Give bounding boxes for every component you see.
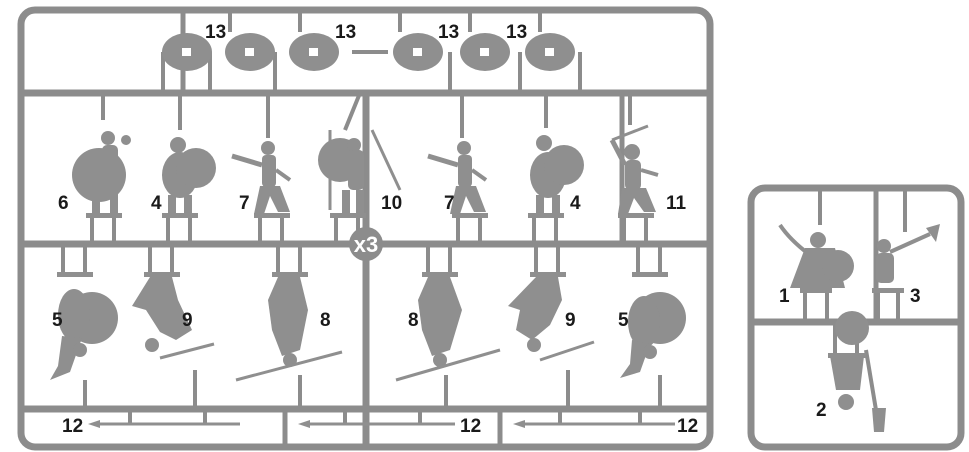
- part-label-1: 1: [779, 286, 790, 307]
- figure-10: [318, 129, 402, 218]
- figure-8-right: [395, 272, 501, 382]
- figure-2: [828, 311, 886, 432]
- small-sprue-frame: [747, 184, 965, 451]
- figure-5-right: [620, 272, 686, 378]
- part-label-12-c: 12: [677, 416, 698, 437]
- part-label-13-1: 13: [205, 22, 226, 43]
- part-label-13-2: 13: [335, 22, 356, 43]
- part-label-5-left: 5: [52, 310, 63, 331]
- part-label-12-a: 12: [62, 416, 83, 437]
- part-label-8-left: 8: [320, 310, 331, 331]
- figure-6: [72, 131, 131, 218]
- part-label-10: 10: [381, 193, 402, 214]
- part-label-6: 6: [58, 193, 69, 214]
- figure-8-left: [235, 272, 343, 382]
- part-label-3: 3: [910, 286, 921, 307]
- figure-5-left: [50, 272, 118, 380]
- part-label-2: 2: [816, 400, 827, 421]
- part-label-13-3: 13: [438, 22, 459, 43]
- part-label-7-right: 7: [444, 193, 455, 214]
- multiplier-badge: x3: [349, 227, 383, 261]
- figure-7-left: [231, 141, 292, 218]
- figure-4-right: [528, 135, 584, 218]
- part-label-4-right: 4: [570, 193, 581, 214]
- part-label-12-b: 12: [460, 416, 481, 437]
- figure-4-left: [162, 137, 216, 218]
- part-label-4-left: 4: [151, 193, 162, 214]
- figure-9-right: [508, 272, 595, 362]
- multiplier-text: x3: [354, 232, 378, 257]
- figure-7-right: [427, 141, 488, 218]
- figure-3: [872, 224, 940, 293]
- figure-9-left: [132, 272, 215, 360]
- part-label-11: 11: [666, 193, 687, 214]
- part-label-9-left: 9: [182, 310, 193, 331]
- part-label-5-right: 5: [618, 310, 629, 331]
- part-label-13-4: 13: [506, 22, 527, 43]
- part-label-8-right: 8: [408, 310, 419, 331]
- figure-1: [778, 223, 854, 293]
- part-label-9-right: 9: [565, 310, 576, 331]
- figure-11: [609, 124, 659, 218]
- part-label-7-left: 7: [239, 193, 250, 214]
